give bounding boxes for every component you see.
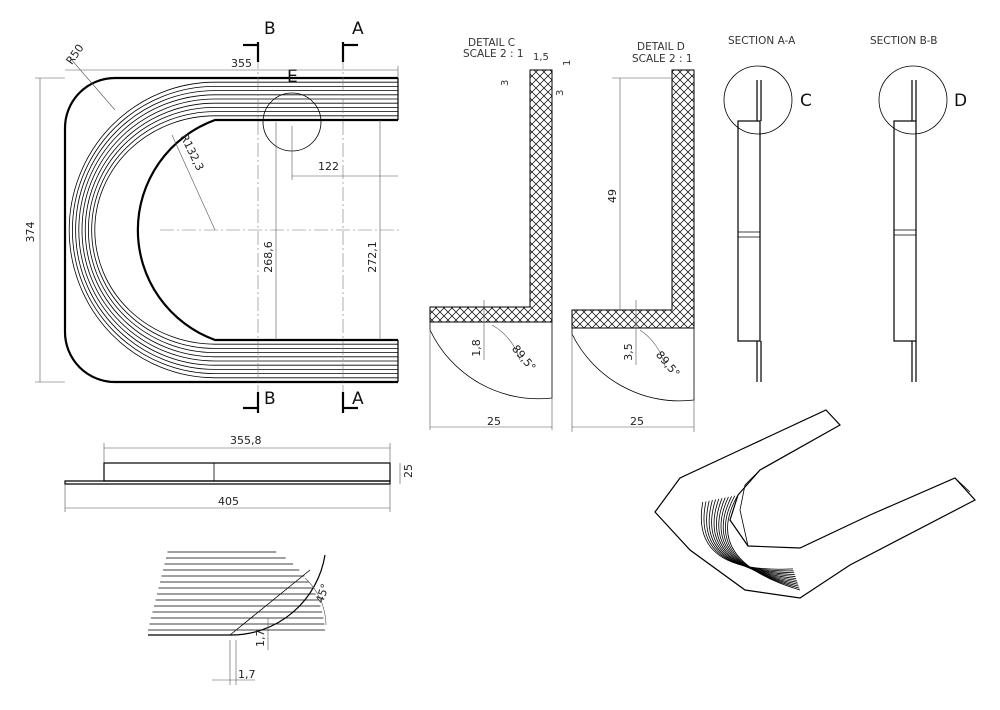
plan-layer-line [68,81,398,379]
detail-d-scale: SCALE 2 : 1 [632,53,693,65]
detail-d-3-5: 3,5 [622,343,635,361]
dim-268: 268,6 [262,241,275,273]
plan-layer-line [78,94,398,366]
iso-layer-curve [708,500,795,576]
marker-a-bottom: A [352,389,364,409]
detail-c-3b: 3 [555,90,566,96]
iso-layer-curve [725,495,800,589]
iso-layer-curve [713,498,797,579]
dim-355: 355 [231,57,252,70]
marker-e: E [287,67,298,87]
iso-layer-curve [727,494,801,591]
detail-e-layer-lines [148,551,325,631]
isometric-view [654,409,976,599]
dim-272: 272,1 [366,241,379,273]
side-405: 405 [218,495,239,508]
iso-layer-curve [711,499,796,577]
detail-d: DETAIL D SCALE 2 : 1 25 49 3,5 89,5° [571,41,695,432]
side-355-8: 355,8 [230,434,262,447]
plan-layer-line [75,90,398,370]
iso-layer-curve [701,501,793,570]
side-25: 25 [402,464,415,478]
iso-layer-curve [720,496,799,585]
detail-c-1-8: 1,8 [470,339,483,357]
detail-c-1-5: 1,5 [533,52,549,63]
section-aa-title: SECTION A-A [728,35,796,47]
detail-c-1: 1 [562,60,573,66]
section-aa-callout: C [800,91,812,111]
marker-a-top: A [352,19,364,39]
section-aa: SECTION A-A C [723,35,812,382]
detail-d-title: DETAIL D [637,41,685,53]
iso-layer-curve [722,496,799,587]
plan-layer-lines [68,81,398,379]
iso-layer-curve [716,498,797,581]
plan-layer-line [88,107,398,353]
plan-layer-line [84,102,398,358]
plan-view [63,55,400,400]
dim-374: 374 [24,222,37,243]
detail-e: 1,7 1,7 45° [148,551,332,685]
dim-r132: R132,3 [178,132,207,173]
detail-c: DETAIL C SCALE 2 : 1 25 1,5 1 3 3 1,8 89… [429,37,573,430]
detail-c-angle: 89,5° [509,343,538,374]
section-bb-callout: D [954,91,967,111]
iso-layer-curve [706,500,795,574]
plan-layer-line [81,98,398,362]
detail-e-1-7-h: 1,7 [238,668,256,681]
detail-e-angle: 45° [313,582,332,605]
section-bb-title: SECTION B-B [870,35,937,47]
section-cut-markers: B A B A E [243,19,364,413]
marker-b-top: B [264,19,276,39]
dim-122: 122 [318,160,339,173]
plan-layer-line [72,86,398,374]
detail-e-1-7-v: 1,7 [254,630,267,648]
plan-layer-line [94,115,398,345]
iso-layer-lines [701,494,801,591]
detail-d-49: 49 [606,189,619,203]
detail-c-width: 25 [487,415,501,428]
detail-c-3a: 3 [500,80,511,86]
detail-c-title: DETAIL C [468,37,515,49]
detail-d-angle: 89,5° [653,349,682,380]
iso-layer-curve [718,497,798,583]
side-view: 355,8 25 405 [64,434,415,512]
detail-c-scale: SCALE 2 : 1 [463,48,524,60]
section-bb: SECTION B-B D [870,35,967,382]
marker-b-bottom: B [264,389,276,409]
iso-layer-curve [703,501,794,572]
plan-layer-line [91,111,398,349]
dim-r50: R50 [64,42,87,67]
detail-d-width: 25 [630,415,644,428]
